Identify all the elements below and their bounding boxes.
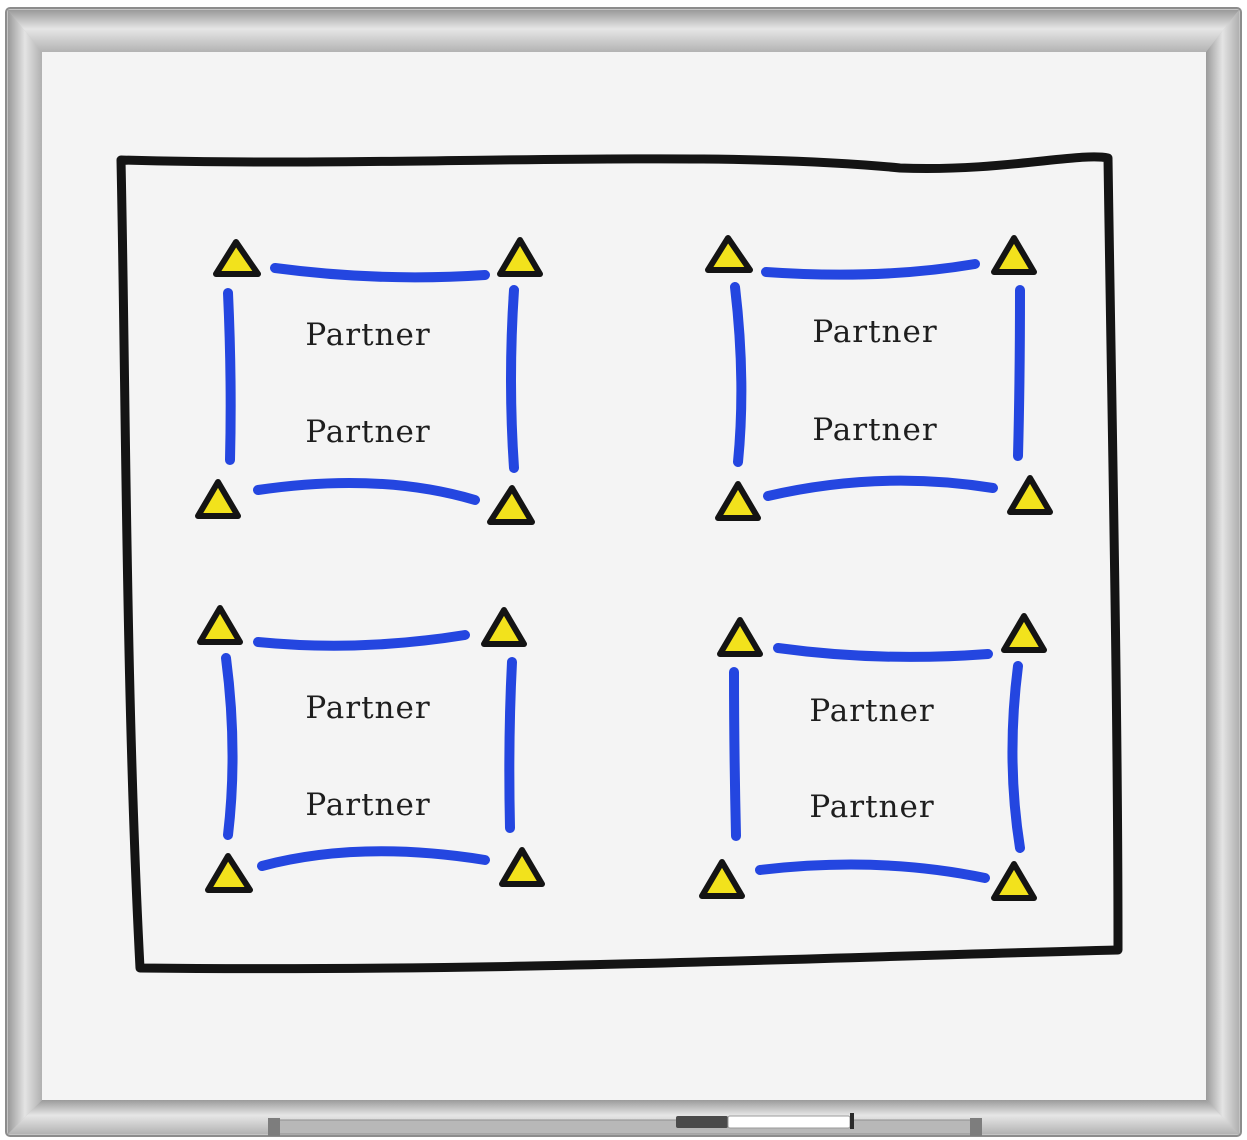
cone-icon	[705, 235, 753, 273]
rope-line	[761, 259, 980, 280]
cone-icon	[213, 239, 261, 277]
marker-tray	[268, 1118, 982, 1136]
marker-icon[interactable]	[676, 1113, 854, 1129]
cone-icon	[717, 617, 763, 657]
cone-icon	[1007, 475, 1053, 515]
cone-icon	[699, 859, 745, 899]
partner-label: Partner	[305, 787, 430, 823]
cone-icon	[1001, 613, 1047, 653]
rope-line	[270, 263, 490, 283]
rope-line	[223, 288, 236, 465]
cone-icon	[991, 861, 1037, 901]
rope-line	[504, 657, 517, 833]
cone-icon	[715, 481, 761, 521]
rope-line	[506, 285, 519, 473]
partner-label: Partner	[809, 789, 934, 825]
rope-line	[763, 475, 998, 501]
cone-icon	[487, 485, 535, 525]
rope-line	[1007, 661, 1025, 853]
partner-label: Partner	[305, 414, 430, 450]
field-outline	[116, 152, 1123, 974]
cone-icon	[195, 479, 241, 519]
rope-line	[253, 630, 470, 651]
rope-line	[1013, 285, 1025, 461]
rope-line	[253, 477, 480, 505]
rope-line	[755, 859, 990, 883]
cone-icon	[499, 847, 545, 887]
partner-label: Partner	[305, 690, 430, 726]
cone-icon	[205, 853, 253, 893]
rope-line	[730, 282, 747, 467]
rope-line	[257, 846, 490, 871]
partner-label: Partner	[812, 412, 937, 448]
cone-icon	[481, 607, 527, 647]
cone-icon	[497, 237, 543, 277]
cone-icon	[197, 605, 243, 645]
cone-icon	[991, 235, 1037, 275]
rope-line	[221, 653, 238, 840]
rope-line	[729, 667, 741, 841]
partner-label: Partner	[812, 314, 937, 350]
rope-lines	[221, 259, 1025, 883]
board-surface	[42, 52, 1206, 1100]
rope-line	[773, 643, 993, 662]
cones	[195, 235, 1053, 901]
partner-labels: Partner Partner Partner Partner Partner …	[305, 314, 937, 825]
partner-label: Partner	[809, 693, 934, 729]
partner-label: Partner	[305, 317, 430, 353]
